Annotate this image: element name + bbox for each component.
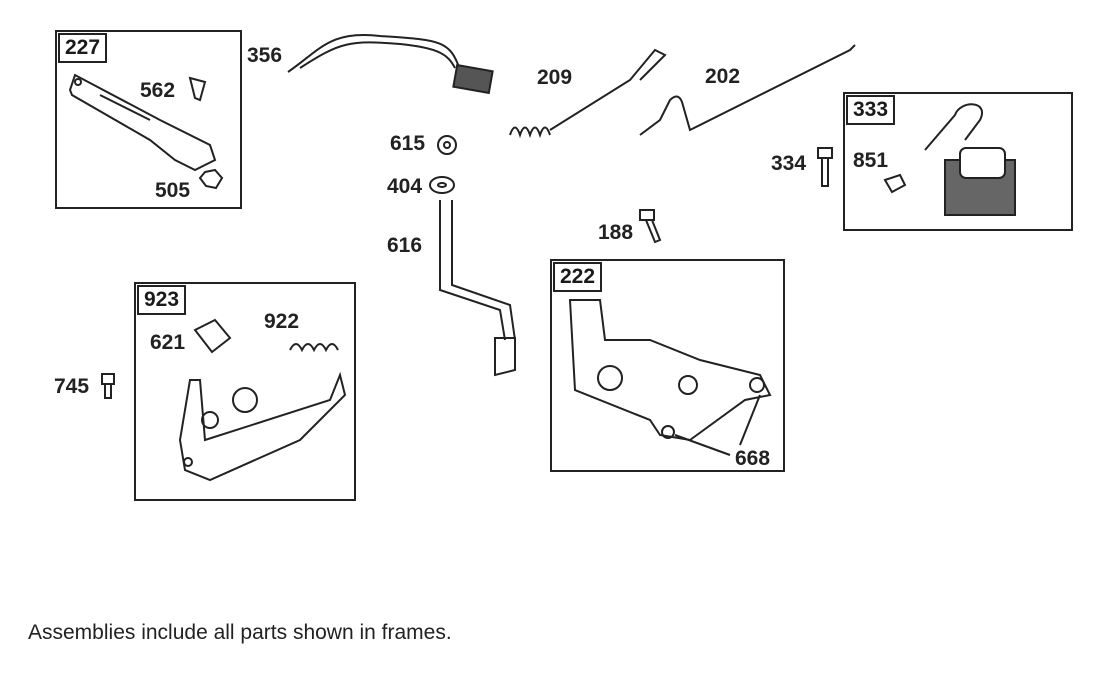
washer-404-drawing (429, 176, 455, 194)
governor-923-drawing (178, 318, 347, 482)
part-668: 668 (735, 447, 771, 470)
spring-209-drawing (509, 48, 667, 139)
nut-505-drawing (198, 168, 224, 190)
part-851: 851 (853, 149, 889, 172)
frame-label-227: 227 (58, 33, 108, 63)
rod-202-drawing (639, 44, 856, 136)
part-562: 562 (140, 79, 176, 102)
nut-615-drawing (437, 135, 457, 155)
part-922: 922 (264, 310, 300, 333)
frame-label-222: 222 (553, 262, 603, 292)
frame-227: 227 (55, 30, 242, 209)
part-505: 505 (155, 179, 191, 202)
part-615: 615 (390, 132, 426, 155)
bolt-188-drawing (639, 209, 662, 244)
part-356: 356 (247, 44, 283, 67)
frame-333: 333 (843, 92, 1073, 231)
coil-333-drawing (883, 103, 1016, 216)
bolt-334-drawing (817, 147, 833, 187)
lever-616-drawing (439, 200, 516, 377)
frame-923: 923 (134, 282, 356, 501)
part-334: 334 (771, 152, 807, 175)
part-745: 745 (54, 375, 90, 398)
part-404: 404 (387, 175, 423, 198)
part-188: 188 (598, 221, 634, 244)
part-202: 202 (705, 65, 741, 88)
cable-356-drawing (287, 33, 494, 95)
frame-label-333: 333 (846, 95, 896, 125)
lever-227-drawing (68, 73, 217, 172)
frame-222: 222 (550, 259, 785, 472)
part-621: 621 (150, 331, 186, 354)
bracket-222-drawing (568, 299, 772, 456)
part-616: 616 (387, 234, 423, 257)
screw-562-drawing (188, 76, 207, 102)
frame-label-923: 923 (137, 285, 187, 315)
assembly-note: Assemblies include all parts shown in fr… (28, 621, 452, 644)
part-209: 209 (537, 66, 573, 89)
bolt-745-drawing (101, 373, 115, 399)
